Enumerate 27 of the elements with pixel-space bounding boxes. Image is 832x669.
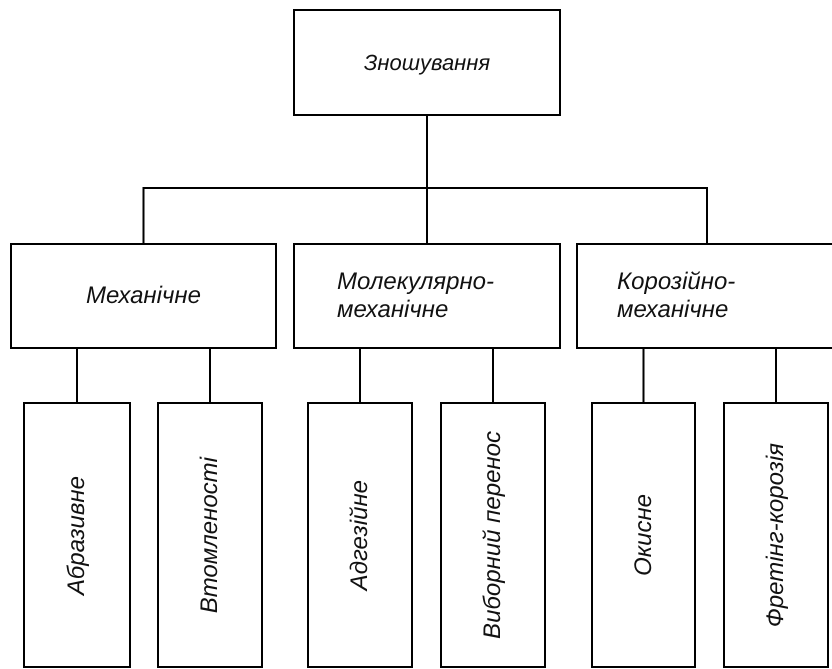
process-box (23, 402, 131, 668)
process-box (157, 402, 263, 668)
connector-line (642, 349, 644, 402)
box-label: Молекулярно- механічне (337, 268, 496, 324)
box-label: Окисне (630, 494, 658, 576)
process-box (723, 402, 829, 668)
connector-line (76, 349, 78, 402)
connector-line (775, 349, 777, 402)
connector-line (426, 116, 708, 243)
box-label: Фретінг-корозія (762, 442, 790, 628)
process-box (10, 243, 277, 349)
connector-line (492, 349, 494, 402)
box-label: Втомленості (196, 456, 224, 614)
box-label: Абразивне (63, 476, 91, 594)
box-label: Корозійно- механічне (617, 268, 736, 324)
process-box (576, 243, 832, 349)
box-label: Виборний перенос (479, 431, 507, 639)
process-box (440, 402, 546, 668)
process-box (293, 9, 561, 116)
box-label: Адгезійне (346, 480, 374, 590)
box-label: Механічне (86, 282, 201, 310)
connector-line (209, 349, 211, 402)
box-label: Зношування (364, 50, 490, 76)
connector-line (359, 349, 361, 402)
process-box (591, 402, 696, 668)
process-box (293, 243, 561, 349)
process-box (307, 402, 413, 668)
